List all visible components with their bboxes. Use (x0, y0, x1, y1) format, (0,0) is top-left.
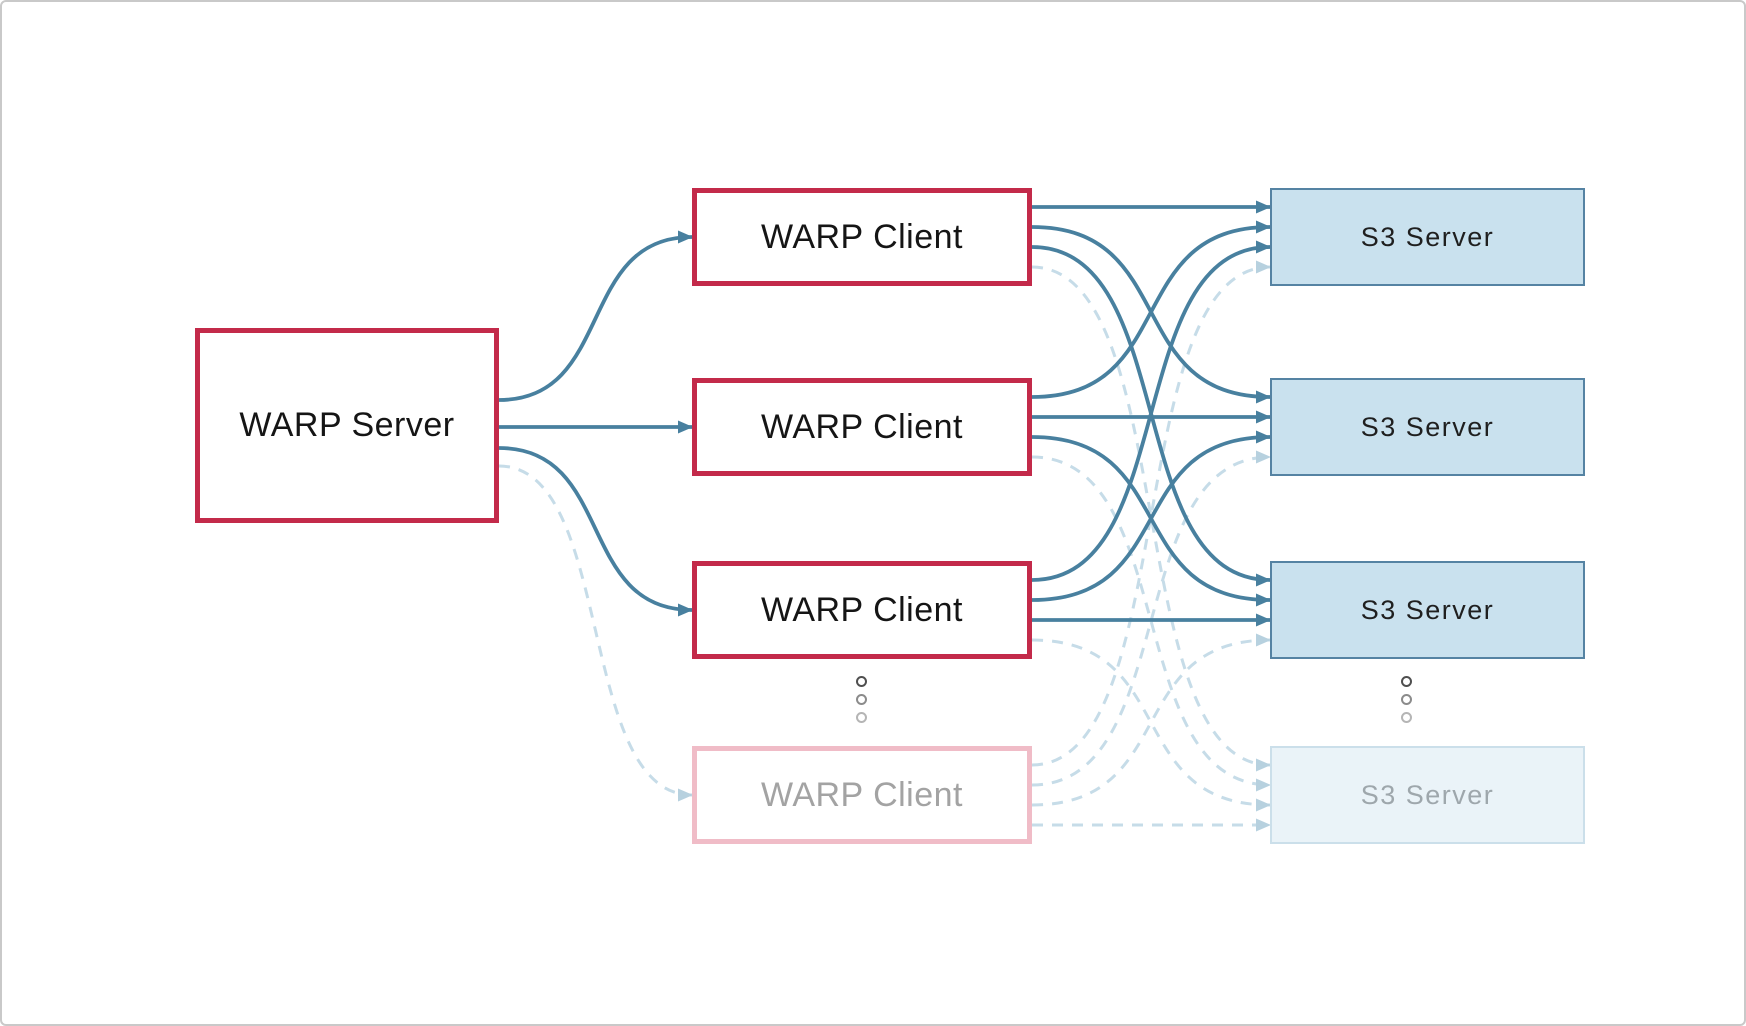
edge-warp-client-4-to-s3-server-3 (1031, 633, 1271, 807)
warp-client-2-label: WARP Client (761, 407, 963, 446)
edge-warp-client-1-to-s3-server-4 (1031, 265, 1271, 772)
edge-warp-client-4-to-s3-server-2 (1031, 450, 1271, 787)
warp-client-faded-label: WARP Client (761, 775, 963, 814)
edge-warp-server-to-warp-client-1 (498, 230, 693, 402)
warp-server-label: WARP Server (239, 406, 455, 444)
warp-client-3-node: WARP Client (692, 561, 1032, 659)
ellipsis-dot (1401, 676, 1412, 687)
warp-client-2-node: WARP Client (692, 378, 1032, 476)
ellipsis-dot (1401, 694, 1412, 705)
ellipsis-dot (1401, 712, 1412, 723)
s3-server-faded-label: S3 Server (1360, 779, 1495, 810)
s3-server-1-label: S3 Server (1360, 221, 1495, 252)
warp-server-node: WARP Server (195, 328, 499, 523)
ellipsis-dot (856, 694, 867, 705)
edge-warp-client-2-to-s3-server-1 (1031, 220, 1271, 399)
s3-server-2-label: S3 Server (1360, 411, 1495, 442)
warp-client-1-node: WARP Client (692, 188, 1032, 286)
edge-warp-client-3-to-s3-server-1 (1031, 240, 1271, 582)
edge-warp-client-3-to-s3-server-4 (1031, 638, 1271, 812)
edge-group (498, 200, 1271, 832)
ellipsis-dot (856, 712, 867, 723)
s3-server-3-node: S3 Server (1270, 561, 1585, 659)
edge-warp-server-to-warp-client-3 (498, 446, 693, 617)
ellipsis-dot (856, 676, 867, 687)
edge-warp-client-2-to-s3-server-4 (1031, 455, 1271, 792)
warp-client-1-label: WARP Client (761, 217, 963, 256)
edge-warp-client-4-to-s3-server-1 (1031, 260, 1271, 767)
s3-server-3-label: S3 Server (1360, 594, 1495, 625)
edge-warp-server-to-warp-client-4 (498, 464, 693, 802)
s3-server-2-node: S3 Server (1270, 378, 1585, 476)
s3-server-faded-node: S3 Server (1270, 746, 1585, 844)
edge-warp-client-3-to-s3-server-2 (1031, 430, 1271, 602)
s3-server-1-node: S3 Server (1270, 188, 1585, 286)
warp-client-3-label: WARP Client (761, 590, 963, 629)
warp-client-faded-node: WARP Client (692, 746, 1032, 844)
